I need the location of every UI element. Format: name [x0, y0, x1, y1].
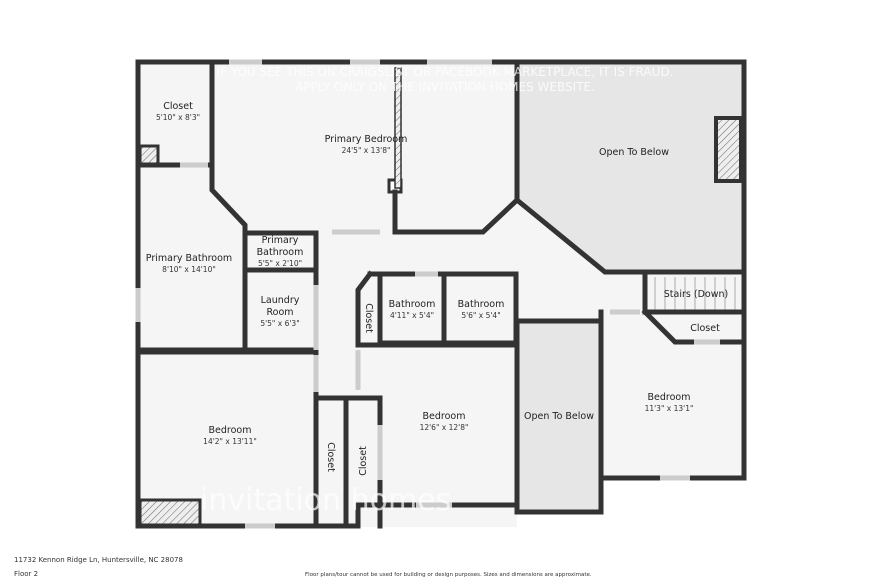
- room-label: Bathroom: [458, 299, 505, 310]
- room-label: Open To Below: [524, 411, 594, 422]
- fireplace: [138, 498, 202, 528]
- room-dimensions: 5'5" x 6'3": [260, 319, 299, 328]
- room-label: Open To Below: [599, 147, 669, 158]
- room-label: Primary Bedroom: [325, 134, 408, 145]
- room-dimensions: 11'3" x 13'1": [645, 404, 694, 413]
- address: 11732 Kennon Ridge Ln, Huntersville, NC …: [14, 556, 183, 564]
- room-label: Closet: [325, 442, 336, 472]
- watermark-logo: invitation homes: [200, 483, 451, 518]
- room-label: Room: [266, 307, 293, 318]
- room-label: Stairs (Down): [664, 289, 728, 300]
- watermark-text: APPLY ONLY ON THE INVITATION HOMES WEBSI…: [295, 80, 595, 94]
- room-label: Primary: [262, 235, 299, 246]
- room-label: Closet: [690, 323, 720, 334]
- room-label: Bathroom: [257, 247, 304, 258]
- open-to-below-middle: [517, 321, 601, 512]
- windows: [135, 59, 720, 529]
- room-label: Primary Bathroom: [146, 253, 232, 264]
- room-label: Bedroom: [423, 411, 466, 422]
- room-dimensions: 5'10" x 8'3": [156, 113, 200, 122]
- room-dimensions: 14'2" x 13'11": [203, 437, 257, 446]
- fireplace: [714, 116, 743, 183]
- disclaimer: Floor plans/tour cannot be used for buil…: [305, 572, 592, 578]
- room-label: Closet: [358, 446, 369, 476]
- room-label: Bedroom: [648, 392, 691, 403]
- room-label: Laundry: [261, 295, 300, 306]
- room-dimensions: 5'5" x 2'10": [258, 259, 302, 268]
- room-label: Bathroom: [389, 299, 436, 310]
- room-dimensions: 4'11" x 5'4": [390, 311, 434, 320]
- room-dimensions: 24'5" x 13'8": [342, 146, 391, 155]
- floor-label: Floor 2: [14, 570, 39, 578]
- room-dimensions: 8'10" x 14'10": [162, 265, 216, 274]
- room-label: Bedroom: [209, 425, 252, 436]
- room-dimensions: 5'6" x 5'4": [461, 311, 500, 320]
- stairs: [654, 277, 736, 311]
- room-label: Closet: [163, 101, 193, 112]
- open-to-below-top: [517, 62, 744, 272]
- room-label: Closet: [363, 303, 374, 333]
- watermark-text: IF YOU SEE THIS ON CRAIGSLIST OR FACEBOO…: [217, 65, 674, 79]
- room-dimensions: 12'6" x 12'8": [420, 423, 469, 432]
- shaft: [138, 144, 160, 166]
